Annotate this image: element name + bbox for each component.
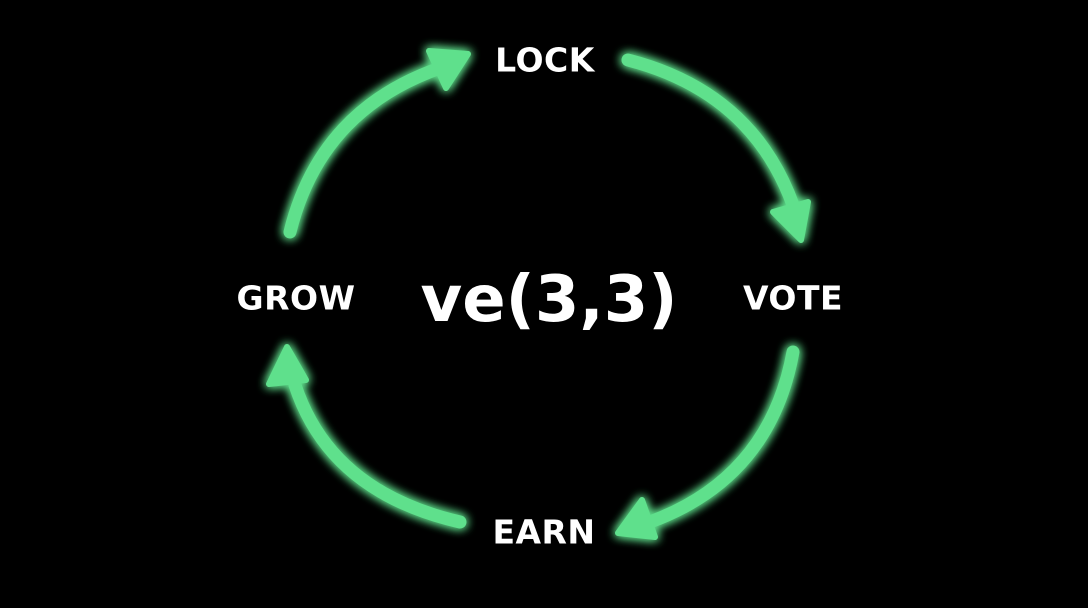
arrow-shaft [643,345,800,529]
arrow-head [615,497,658,540]
arrow-head [426,48,471,91]
center-title: ve(3,3) [420,263,678,337]
arrow-earn-to-grow-icon [266,344,467,529]
stage-label-vote: VOTE [742,278,844,318]
arrow-head [770,199,811,243]
arrow-shaft [283,61,447,239]
stage-label-earn: EARN [492,512,596,552]
arrow-shaft [621,53,800,212]
arrow-grow-to-lock-icon [283,48,471,239]
arrow-vote-to-earn-icon [615,345,800,540]
stage-label-lock: LOCK [495,40,595,80]
stage-label-grow: GROW [236,278,356,318]
arrow-head [266,344,309,387]
arrow-shaft [288,378,467,529]
arrow-lock-to-vote-icon [621,53,811,243]
